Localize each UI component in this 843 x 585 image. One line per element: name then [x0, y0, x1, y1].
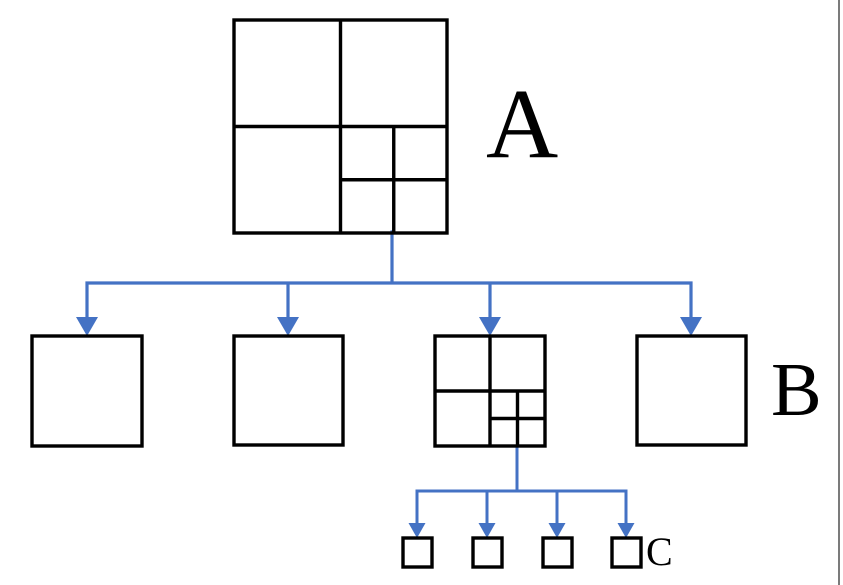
- arrowhead-icon: [479, 317, 501, 336]
- arrowhead-icon: [277, 317, 299, 336]
- square-outline: [635, 334, 748, 447]
- quadtree-node-grandchild-4: [610, 536, 643, 569]
- square-outline: [30, 334, 144, 448]
- quadtree-node-child-4: [635, 334, 748, 447]
- arrowhead-icon: [617, 523, 635, 538]
- arrowhead-icon: [680, 317, 702, 336]
- quadtree-node-grandchild-3: [541, 536, 574, 569]
- quadtree-node-child-3: [433, 334, 547, 448]
- quadtree-node-grandchild-2: [471, 536, 504, 569]
- quadtree-node-child-2: [232, 334, 345, 447]
- arrowhead-icon: [76, 317, 98, 336]
- page-right-edge-line: [838, 0, 840, 585]
- connector-lines: [415, 444, 628, 527]
- quadtree-node-grandchild-1: [401, 536, 434, 569]
- arrowhead-icon: [478, 523, 496, 538]
- connector-lines: [85, 230, 693, 321]
- quadtree-node-child-1: [30, 334, 144, 448]
- quadtree-node-root: [232, 18, 449, 235]
- connector-root-to-children: [76, 230, 702, 336]
- arrowhead-icon: [408, 523, 426, 538]
- square-outline: [401, 536, 434, 569]
- square-outline: [610, 536, 643, 569]
- square-outline: [541, 536, 574, 569]
- label-node-a: A: [486, 68, 558, 179]
- label-node-b: B: [771, 348, 822, 432]
- border-layer: [838, 0, 840, 585]
- node-layer: [30, 18, 748, 569]
- label-node-c: C: [646, 529, 673, 574]
- square-outline: [232, 334, 345, 447]
- square-outline: [471, 536, 504, 569]
- connector-layer: [76, 230, 702, 538]
- connector-child3-to-grandchildren: [408, 444, 635, 538]
- arrowhead-icon: [548, 523, 566, 538]
